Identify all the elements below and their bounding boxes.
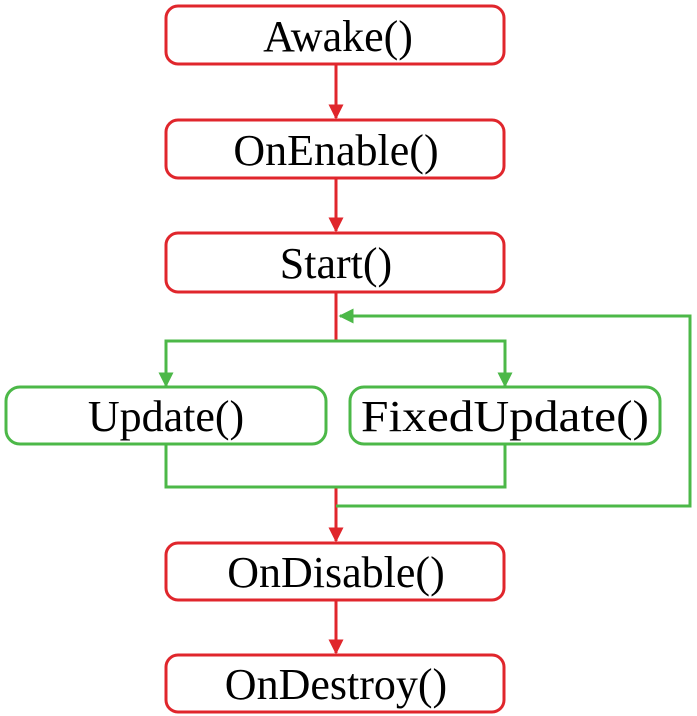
node-update-box bbox=[4, 385, 328, 446]
branch-merge-line bbox=[164, 444, 507, 489]
node-awake-box bbox=[164, 4, 506, 66]
node-start-box bbox=[164, 231, 506, 294]
node-update-label: Update() bbox=[88, 392, 244, 441]
loop-back-line bbox=[336, 308, 692, 508]
node-ondisable-label: OnDisable() bbox=[227, 548, 445, 597]
node-ondestroy-box bbox=[164, 653, 506, 714]
node-onenable-label: OnEnable() bbox=[233, 126, 438, 175]
node-onenable-box bbox=[164, 118, 506, 180]
node-ondisable-box bbox=[164, 541, 506, 602]
node-fixedupdate-box bbox=[348, 385, 662, 446]
branch-split-line bbox=[164, 339, 507, 385]
node-fixedupdate-label: FixedUpdate() bbox=[361, 392, 649, 441]
node-start-label: Start() bbox=[280, 239, 392, 288]
node-awake-label: Awake() bbox=[263, 12, 413, 61]
node-ondestroy-label: OnDestroy() bbox=[225, 660, 447, 709]
